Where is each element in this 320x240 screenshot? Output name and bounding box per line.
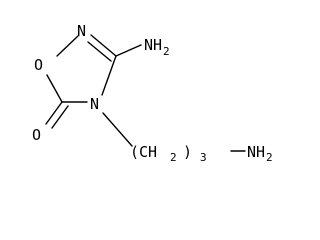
chain-subscript-3: 3 bbox=[200, 151, 207, 164]
chain-open: (CH bbox=[130, 143, 157, 161]
bond-n4-chain bbox=[102, 112, 133, 147]
amino-subscript: 2 bbox=[163, 45, 170, 58]
atom-n2: N bbox=[77, 22, 86, 40]
terminal-nh: NH bbox=[247, 143, 265, 161]
chain-close: ) bbox=[183, 143, 192, 161]
amino-group: NH 2 bbox=[144, 36, 170, 58]
bond-c5-o-outer bbox=[45, 101, 63, 125]
propylamine-chain: (CH 2 ) 3 NH 2 bbox=[130, 143, 273, 164]
bond-c5-o-inner bbox=[51, 105, 69, 129]
bond-c5-o1 bbox=[46, 74, 63, 103]
bond-n2-c3-outer bbox=[90, 34, 117, 57]
bond-c3-amino bbox=[115, 44, 142, 57]
amino-nh: NH bbox=[144, 36, 162, 54]
chain-subscript-2: 2 bbox=[170, 151, 177, 164]
atom-n4: N bbox=[90, 95, 99, 113]
bond-c3-n4 bbox=[101, 55, 117, 96]
bond-o1-n2 bbox=[56, 35, 79, 57]
bond-n2-c3-inner bbox=[87, 41, 112, 62]
atom-o-carbonyl: O bbox=[32, 126, 41, 144]
structure-diagram: N O O N NH 2 (CH 2 ) 3 NH 2 bbox=[32, 22, 273, 164]
terminal-subscript: 2 bbox=[266, 151, 273, 164]
atom-o1: O bbox=[34, 56, 43, 74]
